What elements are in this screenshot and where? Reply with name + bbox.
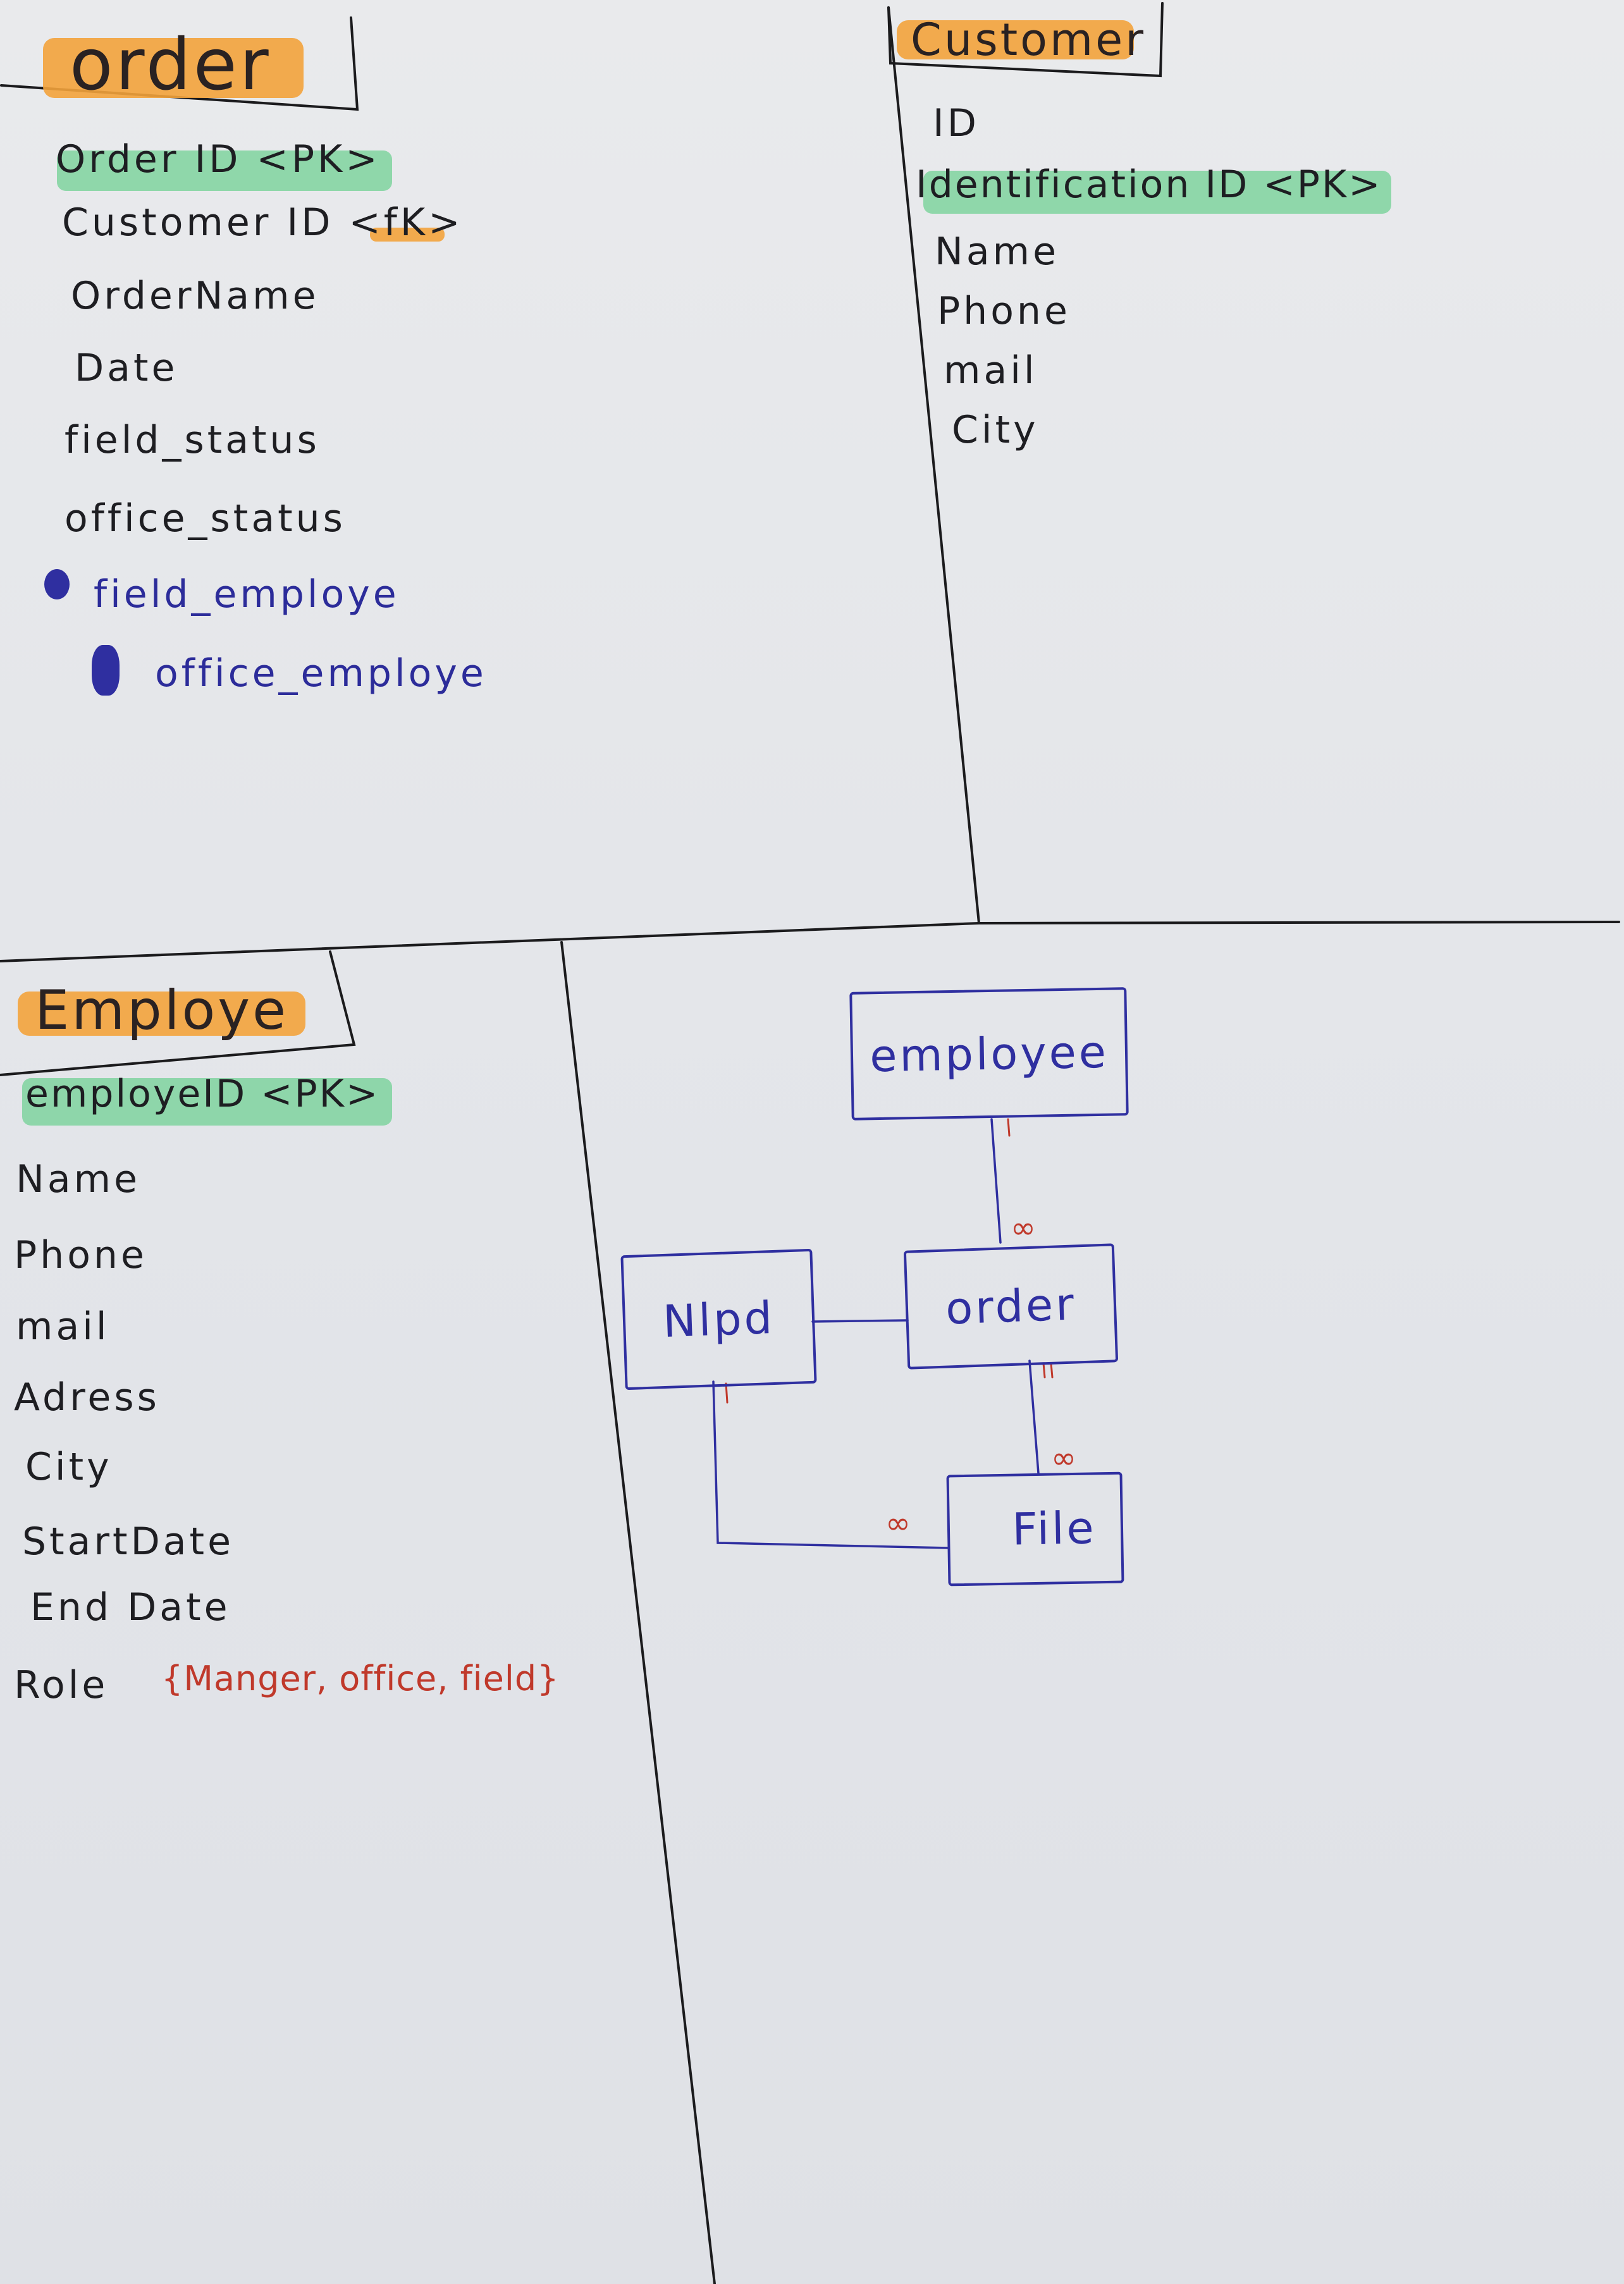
order-title-highlight xyxy=(43,38,304,98)
customer-field-phone: Phone xyxy=(937,289,1071,333)
employe-role-values: {Manger, office, field} xyxy=(161,1659,560,1698)
er-entity-nlpd: Nlpd xyxy=(620,1248,817,1391)
er-entity-employee-label: employee xyxy=(869,1026,1109,1082)
er-entity-file-label: File xyxy=(1011,1502,1097,1556)
employe-field-name: Name xyxy=(16,1157,141,1201)
er-entity-file: File xyxy=(946,1471,1124,1587)
order-field-date: Date xyxy=(75,346,178,390)
employe-title-highlight xyxy=(18,992,305,1036)
customer-field-identification-id: Identification ID <PK> xyxy=(916,163,1382,207)
order-field-field-employe: field_employe xyxy=(94,572,400,617)
employe-pk-highlight xyxy=(22,1078,392,1126)
customer-field-mail: mail xyxy=(944,348,1038,393)
order-field-order-id: Order ID <PK> xyxy=(56,137,381,181)
order-table-title: order xyxy=(70,24,271,106)
scribble-bullet-icon xyxy=(92,645,120,696)
er-entity-employee: employee xyxy=(849,987,1129,1121)
employe-field-phone: Phone xyxy=(14,1233,147,1277)
order-field-order-name: OrderName xyxy=(71,274,319,318)
order-field-customer-id: Customer ID <fK> xyxy=(62,200,464,245)
order-field-office-employe: office_employe xyxy=(155,651,487,696)
er-entity-order-label: order xyxy=(944,1278,1078,1335)
order-pk-highlight xyxy=(57,150,392,191)
customer-field-id: ID xyxy=(933,101,980,145)
employe-field-employe-id: employeID <PK> xyxy=(25,1072,380,1116)
customer-table-title: Customer xyxy=(911,14,1147,66)
employe-field-mail: mail xyxy=(16,1305,110,1349)
cardinality-order-many: ∞ xyxy=(1011,1210,1036,1246)
employe-field-end-date: End Date xyxy=(30,1585,231,1630)
employe-field-role: Role xyxy=(14,1663,109,1707)
employe-field-city: City xyxy=(25,1445,113,1489)
customer-title-highlight xyxy=(897,20,1134,59)
scribble-bullet-icon xyxy=(44,569,70,599)
employe-table-title: Employe xyxy=(35,979,289,1042)
order-field-office-status: office_status xyxy=(65,496,346,541)
er-entity-order: order xyxy=(903,1243,1119,1370)
customer-field-city: City xyxy=(952,408,1039,452)
customer-pk-highlight xyxy=(923,171,1391,214)
order-fk-highlight xyxy=(370,228,445,242)
customer-field-name: Name xyxy=(935,230,1060,274)
er-entity-nlpd-label: Nlpd xyxy=(661,1291,776,1348)
employe-field-adress: Adress xyxy=(14,1375,160,1420)
cardinality-file-many-from-order: ∞ xyxy=(1051,1440,1076,1476)
employe-field-start-date: StartDate xyxy=(22,1520,234,1564)
cardinality-file-many-from-nlpd: ∞ xyxy=(885,1506,911,1541)
order-field-field-status: field_status xyxy=(65,418,320,462)
